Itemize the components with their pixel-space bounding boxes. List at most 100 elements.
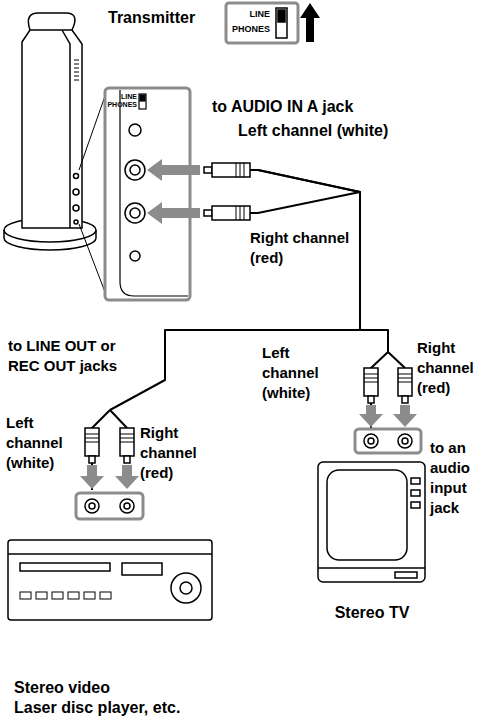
video-deck — [122, 563, 162, 575]
panel-inset — [105, 88, 190, 300]
deck-button — [100, 592, 111, 599]
tv-set — [318, 567, 425, 569]
callout-label: Left channel (white) — [262, 343, 342, 403]
label-box: LINE — [230, 8, 270, 20]
plug-grip — [244, 163, 245, 177]
deck-jack — [124, 503, 130, 509]
tv-set — [327, 470, 407, 560]
plug-grip — [364, 374, 378, 375]
label-box: to AUDIO IN A jack — [212, 96, 452, 117]
deck-button — [68, 592, 79, 599]
vent-grille — [74, 72, 79, 73]
transmitter-figure — [62, 30, 70, 228]
tv-jack — [364, 434, 412, 448]
plug-grip — [240, 163, 241, 177]
callout-label: Left channel (white) — [6, 413, 80, 473]
cable-lead — [250, 192, 360, 213]
tv-jack — [398, 434, 412, 448]
label-box: to LINE OUT or REC OUT jacks — [8, 336, 120, 376]
transmitter-figure — [4, 13, 96, 250]
plug-grip — [85, 442, 99, 443]
label-box: Left channel (white) — [262, 343, 342, 403]
insert-arrow — [80, 465, 104, 489]
cable-lead — [110, 192, 405, 428]
callout-label: Right channel (red) — [417, 338, 480, 398]
deck-button — [36, 592, 47, 599]
rca-plug — [124, 456, 130, 463]
deck-button — [84, 592, 95, 599]
callout-label: Right channel (red) — [250, 228, 354, 268]
cable-lead — [388, 352, 405, 368]
panel-body — [120, 90, 188, 296]
video-deck — [180, 582, 192, 594]
plug-grip — [244, 206, 245, 220]
plug-grip — [120, 434, 134, 435]
device-name: Transmitter — [108, 8, 204, 28]
insert-arrow — [115, 465, 139, 489]
callout-line — [79, 96, 105, 292]
rca-plug — [368, 396, 374, 403]
direction-arrow — [300, 3, 320, 42]
callout-label: to AUDIO IN A jack — [212, 96, 452, 117]
vent-grille — [74, 80, 79, 81]
panel-body — [120, 90, 188, 296]
panel-body — [140, 95, 145, 101]
transmitter-figure — [73, 189, 79, 195]
plug-grip — [85, 438, 99, 439]
label-box: to an audio input jack — [430, 438, 480, 518]
device-name: Stereo TV — [335, 603, 410, 623]
transmitter-figure — [22, 30, 82, 228]
label-box: Right channel (red) — [250, 228, 354, 268]
transmitter-figure — [74, 220, 78, 224]
deck-jack-panel — [76, 493, 143, 519]
video-deck — [20, 563, 110, 571]
input-jack — [125, 160, 145, 180]
rca-plug — [364, 368, 378, 396]
slide-switch — [276, 8, 287, 38]
tv-set — [318, 462, 425, 582]
video-deck — [171, 573, 201, 603]
plug-grip — [120, 438, 134, 439]
tv-set — [395, 572, 417, 578]
rca-plug — [85, 428, 99, 456]
rca-plug — [212, 163, 250, 177]
switch-position: PHONES — [106, 100, 137, 109]
video-deck — [8, 553, 212, 555]
rca-plug — [89, 456, 95, 463]
device-transmitter: Transmitter — [4, 4, 204, 304]
plug-grip — [398, 378, 412, 379]
transmitter-figure — [28, 13, 75, 30]
label-box: PHONES — [106, 100, 137, 109]
switch-inset — [226, 3, 298, 43]
tv-set — [411, 478, 420, 484]
tv-set — [411, 502, 420, 508]
plug-grip — [398, 374, 412, 375]
slide-switch — [278, 10, 285, 22]
label-box: Left channel (white) — [238, 120, 468, 141]
tv-jack — [402, 438, 408, 444]
device-name: Laser disc player, etc. — [14, 698, 180, 718]
rca-plug — [402, 396, 408, 403]
deck-jack — [85, 499, 134, 513]
input-jack — [130, 208, 140, 218]
tv-jack-panel — [355, 429, 421, 453]
callout-label: Left channel (white) — [238, 120, 468, 141]
callout-line — [79, 224, 105, 292]
rca-plug — [204, 167, 212, 173]
panel-body — [139, 94, 146, 109]
transmitter-figure — [74, 174, 79, 179]
rca-plug — [120, 428, 134, 456]
plug-grip — [236, 206, 237, 220]
insert-arrow — [359, 405, 383, 427]
deck-button — [20, 592, 31, 599]
deck-jack — [89, 503, 95, 509]
input-jack — [125, 203, 145, 223]
tv-jack — [368, 438, 374, 444]
callout-line — [79, 96, 105, 170]
plug-grip — [364, 378, 378, 379]
plug-grip — [364, 382, 378, 383]
input-jack — [129, 124, 141, 136]
rca-plug — [398, 368, 412, 396]
deck-jack — [85, 499, 99, 513]
plug-grip — [240, 206, 241, 220]
